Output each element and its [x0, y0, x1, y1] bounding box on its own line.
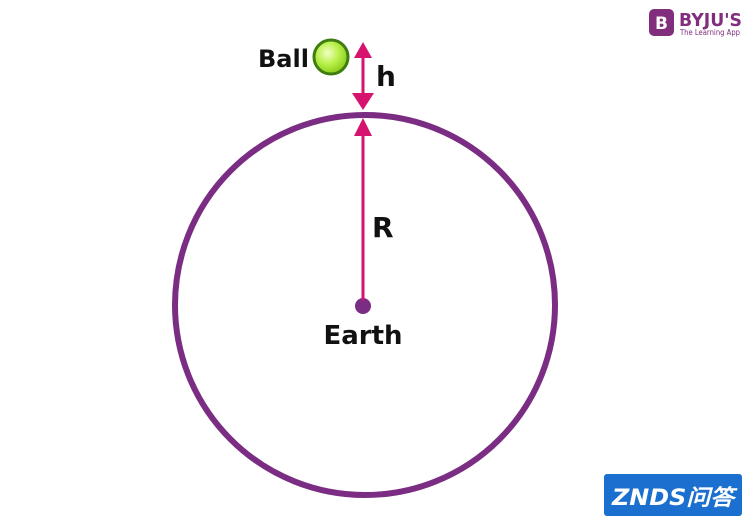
byjus-logo: B BYJU'S The Learning App — [649, 9, 742, 37]
svg-text:B: B — [655, 14, 668, 34]
znds-badge — [604, 474, 742, 516]
radius-label: R — [372, 211, 394, 244]
byjus-tagline: The Learning App — [679, 28, 740, 37]
byjus-logo-icon — [649, 9, 674, 36]
byjus-name: BYJU'S — [679, 10, 742, 31]
height-label: h — [376, 60, 396, 93]
height-arrow — [352, 42, 374, 110]
radius-arrow — [354, 118, 372, 300]
znds-watermark: ZNDS问答 — [604, 474, 742, 516]
ball-label: Ball — [258, 45, 309, 73]
earth-label: Earth — [323, 321, 402, 351]
znds-text: ZNDS问答 — [611, 485, 738, 511]
earth-center-dot — [355, 298, 371, 314]
earth-outline — [172, 112, 558, 498]
ball — [312, 38, 350, 76]
